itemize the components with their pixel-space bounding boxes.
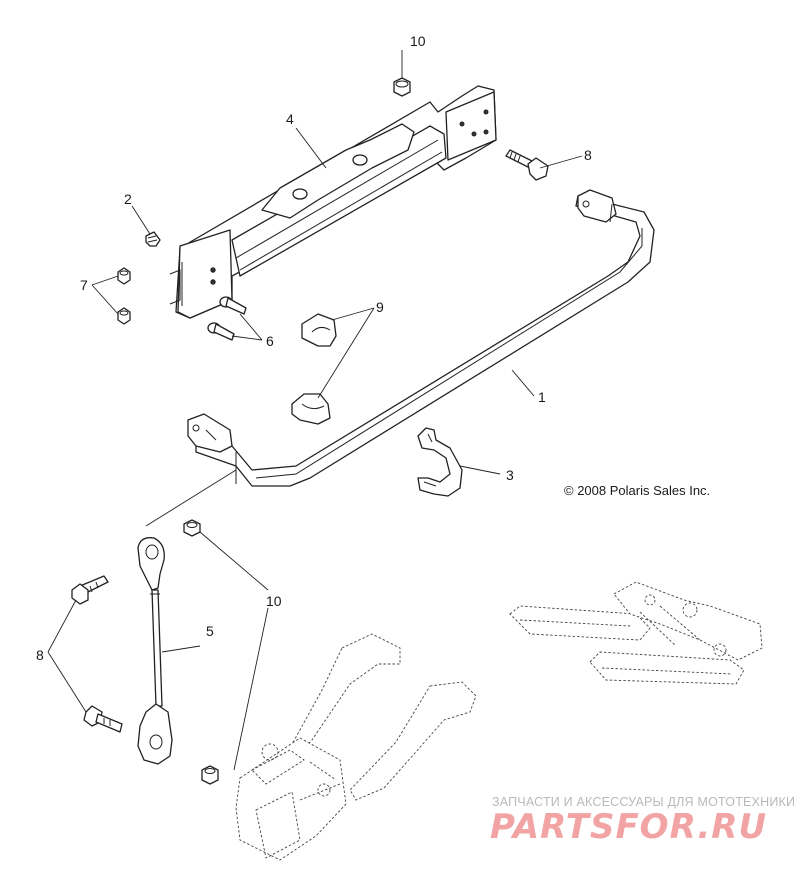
copyright-notice: © 2008 Polaris Sales Inc.	[564, 483, 710, 498]
watermark: ЗАПЧАСТИ И АКСЕССУАРЫ ДЛЯ МОТОТЕХНИКИ PA…	[490, 795, 795, 847]
watermark-tagline: ЗАПЧАСТИ И АКСЕССУАРЫ ДЛЯ МОТОТЕХНИКИ	[492, 795, 795, 809]
watermark-brand: PARTSFOR.RU	[490, 807, 767, 847]
callout-4: 4	[286, 111, 294, 127]
clamp-part-3	[417, 427, 463, 497]
suspension-arm-ghost-right	[509, 581, 763, 685]
bolt-part-8-lower	[83, 705, 123, 733]
callout-5: 5	[206, 623, 214, 639]
nut-part-10-upper	[183, 519, 201, 537]
callout-1: 1	[538, 389, 546, 405]
callout-9: 9	[376, 299, 384, 315]
callout-2: 2	[124, 191, 132, 207]
nut-part-10-lower	[201, 765, 219, 785]
callout-8-bottom: 8	[36, 647, 44, 663]
callout-7: 7	[80, 277, 88, 293]
bracket-part-4	[169, 85, 497, 319]
pins-part-6	[207, 296, 247, 341]
bushings-part-9	[291, 313, 337, 425]
callout-3: 3	[506, 467, 514, 483]
nut-part-10-top	[393, 77, 411, 97]
callout-8-top: 8	[584, 147, 592, 163]
bolt-part-8-top	[505, 149, 549, 181]
callout-10-top: 10	[410, 33, 426, 49]
callout-6: 6	[266, 333, 274, 349]
link-rod-part-5	[137, 537, 173, 765]
leader-lines	[47, 50, 583, 771]
stabilizer-bar-part-1	[187, 189, 655, 487]
callout-10-bottom: 10	[266, 593, 282, 609]
suspension-arm-ghost-left	[235, 633, 477, 861]
bolt-part-8-upper	[71, 575, 109, 605]
nuts-part-7	[117, 267, 131, 325]
fitting-part-2	[145, 231, 161, 247]
callout-labels: 10 4 8 2 7 6 9 1 3 10 5 8	[36, 33, 592, 663]
